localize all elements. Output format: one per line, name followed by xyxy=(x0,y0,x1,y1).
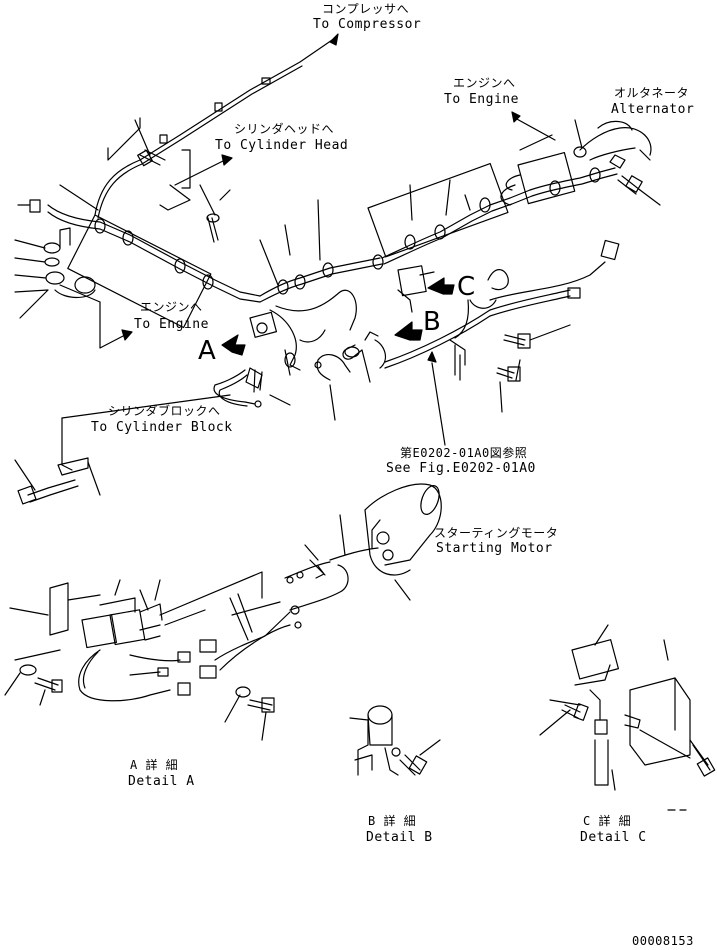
cylinder-block-branch xyxy=(15,368,290,504)
callout-arrows xyxy=(222,278,454,355)
callout-b: B xyxy=(423,307,441,337)
main-harness-right xyxy=(368,112,660,269)
detail-c-drawing xyxy=(540,625,715,810)
detail-b-drawing xyxy=(350,706,440,775)
cylinder-block-label-en: To Cylinder Block xyxy=(91,420,233,435)
cylinder-block-label-jp: シリンダブロックへ xyxy=(108,404,221,418)
see-fig-label-jp: 第E0202-01A0図参照 xyxy=(400,446,528,460)
engine-left-label-en: To Engine xyxy=(134,317,209,332)
drawing-number: 00008153 xyxy=(632,934,694,948)
right-connector-lines xyxy=(385,240,619,445)
compressor-label-en: To Compressor xyxy=(313,17,422,32)
cylinder-head-label-jp: シリンダヘッドへ xyxy=(234,122,335,136)
alternator-label-jp: オルタネータ xyxy=(614,86,690,100)
detail-c-label-en: Detail C xyxy=(580,830,647,845)
main-harness-left xyxy=(15,120,260,348)
detail-a-label-en: Detail A xyxy=(128,774,195,789)
engine-left-label-jp: エンジンへ xyxy=(140,300,203,314)
cylinder-head-label-en: To Cylinder Head xyxy=(215,138,349,153)
detail-b-label-jp: B 詳 細 xyxy=(368,814,417,828)
main-harness-center xyxy=(250,200,385,420)
detail-a-label-jp: A 詳 細 xyxy=(130,758,179,772)
callout-c: C xyxy=(457,272,476,302)
engine-top-label-en: To Engine xyxy=(444,92,519,107)
compressor-harness xyxy=(95,34,338,218)
alternator-label-en: Alternator xyxy=(611,102,695,117)
starting-motor-label-jp: スターティングモータ xyxy=(434,526,559,540)
callout-a: A xyxy=(198,336,216,366)
see-fig-label-en: See Fig.E0202-01A0 xyxy=(386,461,536,476)
engine-top-label-jp: エンジンへ xyxy=(453,76,516,90)
bolt-upper-left xyxy=(138,150,230,242)
detail-c-label-jp: C 詳 細 xyxy=(583,814,632,828)
relay-box xyxy=(398,266,434,312)
starting-motor-label-en: Starting Motor xyxy=(436,541,553,556)
to-cylinder-head-arrow xyxy=(160,150,232,210)
detail-a-drawing xyxy=(5,572,280,740)
compressor-label-jp: コンプレッサへ xyxy=(322,2,410,16)
starting-motor xyxy=(215,483,443,670)
detail-b-label-en: Detail B xyxy=(366,830,433,845)
